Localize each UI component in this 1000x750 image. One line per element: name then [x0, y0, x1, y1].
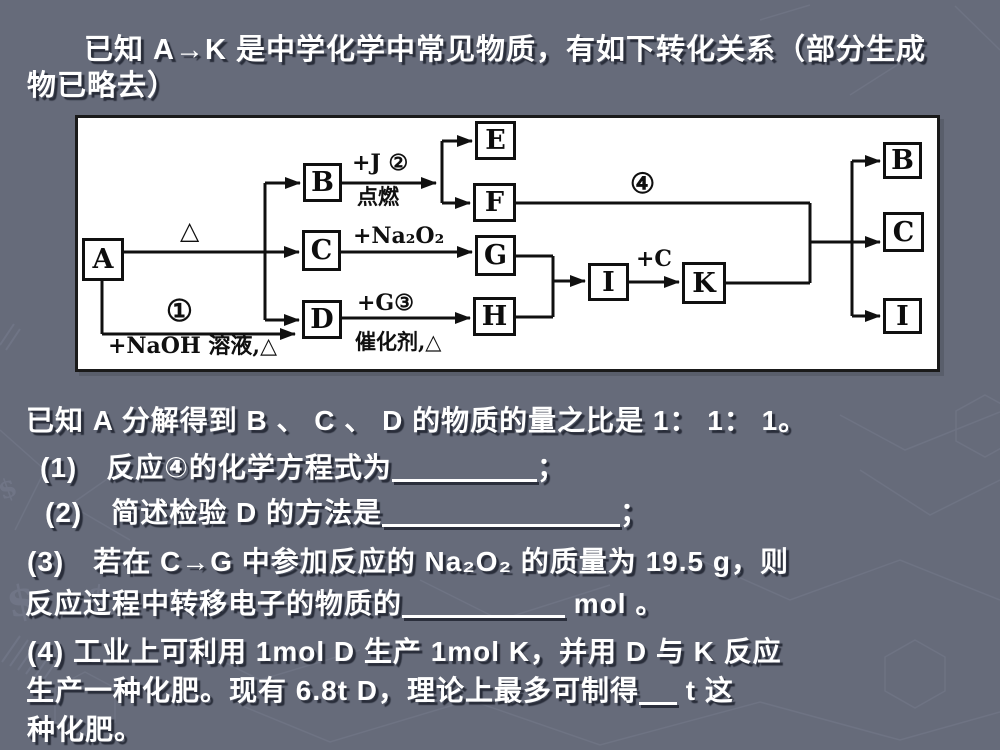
slide-title-line1: 已知 A→K 是中学化学中常见物质，有如下转化关系（部分生成: [84, 34, 927, 66]
label-plus-na2o2: +Na₂O₂: [353, 223, 445, 249]
label-reaction-4: ④: [630, 167, 656, 200]
reaction-flowchart: A B C D E F G H I K B C I △ ① +NaOH 溶液,△…: [75, 115, 940, 372]
node-I-right: I: [883, 298, 922, 334]
node-C: C: [302, 230, 341, 271]
node-B: B: [303, 163, 342, 202]
question-1-text: (1) 反应④的化学方程式为: [40, 452, 392, 483]
label-plus-c: +C: [636, 246, 672, 272]
label-reaction-1: ①: [166, 294, 193, 329]
question-4-line2: 生产一种化肥。现有 6.8t D，理论上最多可制得 t 这: [26, 669, 734, 709]
node-H: H: [473, 297, 516, 336]
question-2-suffix: ；: [620, 497, 650, 528]
node-E: E: [475, 121, 516, 160]
node-C-right: C: [883, 212, 924, 252]
question-4-suffix: t 这: [677, 675, 734, 706]
question-3-line2: 反应过程中转移电子的物质的 mol 。: [25, 582, 664, 622]
question-1-suffix: ；: [536, 452, 566, 483]
question-2-text: (2) 简述检验 D 的方法是: [45, 497, 383, 528]
node-D: D: [302, 300, 342, 339]
question-2-blank: [382, 503, 621, 527]
question-3-line1: (3) 若在 C→G 中参加反应的 Na₂O₂ 的质量为 19.5 g，则: [27, 546, 789, 577]
node-K: K: [682, 262, 726, 304]
label-ignite: 点燃: [357, 184, 399, 209]
label-plus-g-3: +G③: [357, 290, 414, 316]
node-G: G: [475, 235, 516, 276]
flowchart-arrows: [100, 135, 881, 340]
label-catalyst-heat: 催化剂,△: [355, 329, 442, 354]
question-3-blank: [402, 594, 566, 618]
node-B-right: B: [883, 142, 922, 179]
node-I: I: [588, 263, 629, 301]
question-4-blank: [639, 681, 678, 705]
svg-text:$: $: [0, 472, 21, 506]
node-A: A: [82, 238, 124, 281]
intro-statement: 已知 A 分解得到 B 、 C 、 D 的物质的量之比是 1： 1： 1。: [26, 405, 808, 436]
question-1-blank: [391, 458, 537, 482]
question-2: (2) 简述检验 D 的方法是 ；: [45, 491, 649, 531]
label-naoh-solution: +NaOH 溶液,△: [108, 333, 277, 359]
node-F: F: [473, 183, 516, 222]
question-3-suffix: mol 。: [565, 588, 665, 619]
question-4-text: 生产一种化肥。现有 6.8t D，理论上最多可制得: [26, 675, 640, 706]
label-heat-delta: △: [180, 216, 200, 245]
question-4-line3: 种化肥。: [27, 714, 144, 745]
svg-text:$: $: [83, 577, 112, 620]
question-4-line1: (4) 工业上可利用 1mol D 生产 1mol K，并用 D 与 K 反应: [27, 636, 782, 667]
slide-title-line2: 物已略去）: [27, 70, 178, 102]
question-3-text: 反应过程中转移电子的物质的: [25, 588, 403, 619]
label-plus-j-2: +J ②: [352, 150, 409, 176]
question-1: (1) 反应④的化学方程式为 ；: [40, 446, 566, 486]
